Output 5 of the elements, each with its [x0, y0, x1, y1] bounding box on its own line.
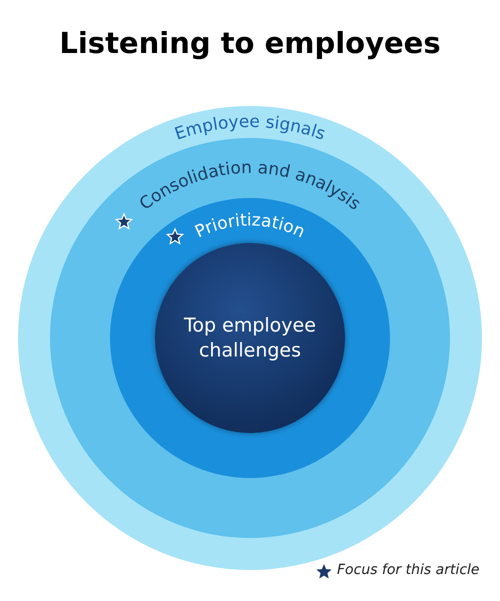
ring-label: Prioritization — [192, 210, 308, 242]
legend-label: Focus for this article — [337, 562, 480, 578]
ring-label: Employee signals — [172, 112, 328, 145]
title: Listening to employees — [58, 26, 442, 60]
center-label: Top employee challenges — [183, 313, 317, 363]
